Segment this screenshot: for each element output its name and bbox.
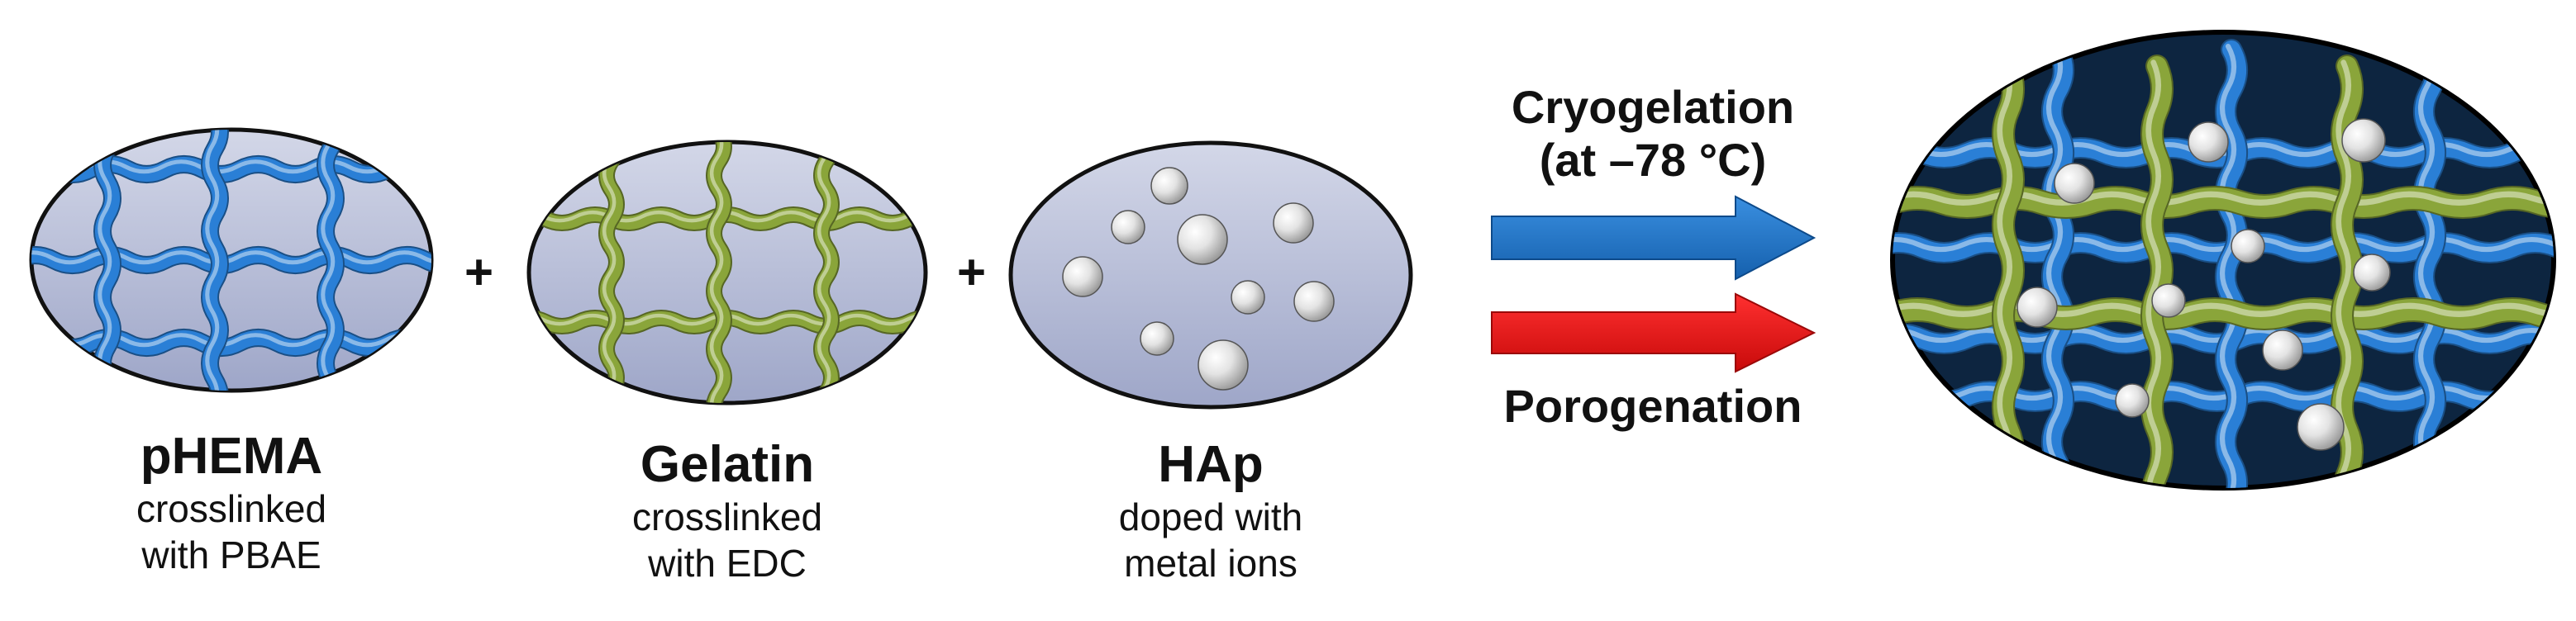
scaffold-particle: [2115, 383, 2150, 418]
scaffold-phema-fiber-v: [2215, 39, 2248, 488]
cryogelation-temperature: (at –78 °C): [1539, 134, 1767, 186]
scaffold-gelatin-fiber-v: [1992, 55, 2025, 488]
hap-subtitle-2: metal ions: [1124, 542, 1298, 585]
scaffold-particle: [2262, 329, 2303, 371]
scaffold-particle: [2231, 229, 2265, 263]
gelatin-fiber-h: [529, 206, 926, 231]
gelatin-ellipse: [526, 140, 928, 405]
scaffold-particle: [2353, 254, 2391, 292]
phema-fiber-v: [93, 130, 121, 391]
phema-ellipse: [29, 127, 434, 393]
hap-particle: [1111, 210, 1145, 244]
scaffold-ellipse: [1890, 30, 2556, 491]
gelatin-fiber-v: [706, 142, 732, 403]
gelatin-label-group: Gelatin crosslinked with EDC: [562, 436, 893, 586]
scaffold-particle: [2297, 403, 2345, 451]
hap-subtitle-1: doped with: [1118, 495, 1303, 538]
gelatin-title: Gelatin: [640, 436, 815, 493]
scaffold-particles: [2017, 118, 2391, 451]
scaffold-network: [1893, 39, 2554, 488]
plus-operator-1: +: [464, 244, 494, 300]
gelatin-fiber-v: [598, 142, 625, 403]
gelatin-network: [529, 142, 926, 403]
scaffold-gelatin-fiber-h: [1893, 186, 2554, 219]
gelatin-subtitle-1: crosslinked: [631, 495, 823, 538]
phema-fiber-h: [31, 246, 431, 274]
phema-fiber-v: [201, 130, 229, 391]
hap-particles: [1062, 167, 1335, 391]
cryogelation-title: Cryogelation: [1511, 81, 1795, 133]
scaffold-phema-fiber-v: [2413, 39, 2446, 488]
scaffold-particle: [2341, 118, 2386, 163]
hap-ellipse: [1008, 140, 1413, 410]
scaffold-particle: [2017, 287, 2058, 328]
gelatin-fiber-h: [529, 310, 926, 334]
hap-particle: [1150, 167, 1188, 205]
scaffold-particle: [2151, 283, 2186, 318]
scaffold-particle: [2054, 163, 2095, 204]
hap-particle: [1140, 321, 1174, 356]
porogenation-label: Porogenation: [1503, 380, 1802, 432]
phema-label-group: pHEMA crosslinked with PBAE: [66, 428, 397, 578]
phema-subtitle-2: with PBAE: [141, 533, 321, 576]
hap-particle: [1062, 256, 1103, 297]
hap-particle: [1293, 281, 1335, 322]
plus-operator-2: +: [957, 244, 987, 300]
hap-particle: [1231, 280, 1265, 315]
scaffold-particle: [2188, 121, 2229, 163]
hap-particle: [1273, 202, 1314, 244]
hap-label-group: HAp doped with metal ions: [1045, 436, 1376, 586]
hap-particle: [1177, 214, 1228, 265]
phema-subtitle-1: crosslinked: [136, 487, 327, 530]
gelatin-subtitle-2: with EDC: [648, 542, 807, 585]
porogenation-arrow: [1491, 292, 1817, 373]
phema-title: pHEMA: [140, 428, 323, 485]
cryogelation-label: Cryogelation (at –78 °C): [1455, 81, 1851, 187]
hap-particle: [1198, 339, 1249, 391]
hap-title: HAp: [1158, 436, 1264, 493]
cryogelation-arrow: [1491, 195, 1817, 281]
gelatin-fiber-v: [813, 142, 840, 403]
phema-fiber-v: [317, 130, 345, 391]
